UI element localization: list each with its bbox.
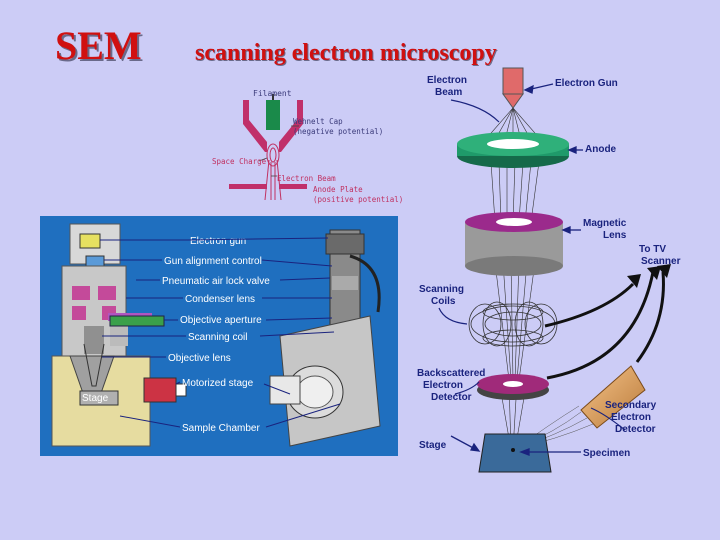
- specimen-label: Specimen: [583, 448, 630, 459]
- photo-label-5: Scanning coil: [188, 332, 247, 343]
- photo-label-6: Objective lens: [168, 353, 231, 364]
- photo-label-7: Motorized stage: [182, 378, 254, 389]
- wehnelt-right: [279, 100, 303, 152]
- to-tv-label-1: To TV: [639, 244, 666, 255]
- photo-label-1: Gun alignment control: [164, 256, 262, 267]
- space-charge-label: Space Charge: [212, 157, 267, 166]
- photo-stage-label: Stage: [82, 393, 109, 404]
- scanning-coils: [468, 301, 558, 347]
- anode-plate-right: [279, 184, 307, 189]
- scanning-coils-label-2: Coils: [431, 296, 456, 307]
- electron-gun-schematic: Filament Wehnelt Cap (negative potential…: [212, 89, 403, 204]
- backscattered-label-1: Backscattered: [417, 368, 485, 379]
- filament-label: Filament: [253, 89, 292, 98]
- electron-beam-label-1: Electron: [427, 75, 467, 86]
- slide-subtitle: scanning electron microscopy: [195, 40, 497, 66]
- photo-label-8: Sample Chamber: [182, 423, 260, 434]
- electron-gun-part: [79, 233, 101, 249]
- sem-column-diagram: Electron Beam Electron Gun Anode Magneti…: [417, 67, 681, 473]
- backscattered-label-2: Electron: [423, 380, 463, 391]
- photo-label-4: Objective aperture: [180, 315, 262, 326]
- wehnelt-left: [243, 100, 267, 152]
- secondary-label-2: Electron: [611, 412, 651, 423]
- scanning-coils-label-1: Scanning: [419, 284, 464, 295]
- objective-aperture-part: [109, 315, 165, 327]
- secondary-label-3: Detector: [615, 424, 656, 435]
- anode-plate-left: [229, 184, 267, 189]
- specimen-stage: [478, 433, 552, 473]
- electron-beam-label: Electron Beam: [277, 174, 336, 183]
- anode-label: Anode: [585, 144, 617, 155]
- to-tv-label-2: Scanner: [641, 256, 681, 267]
- filament-shape: [266, 100, 280, 130]
- electron-gun-tip: [502, 93, 524, 109]
- motorized-stage-part: [143, 377, 177, 403]
- magnetic-lens-label-2: Lens: [603, 230, 627, 241]
- anode-label-2: (positive potential): [313, 195, 403, 204]
- to-tv-arrows: [544, 271, 665, 380]
- backscattered-label-3: Detector: [431, 392, 472, 403]
- photo-label-0: Electron gun: [190, 236, 246, 247]
- wehnelt-label-2: (negative potential): [293, 127, 383, 136]
- electron-gun-body: [502, 67, 524, 95]
- secondary-label-1: Secondary: [605, 400, 657, 411]
- electron-gun-label: Electron Gun: [555, 78, 618, 89]
- sem-photo-panel: Electron gun Gun alignment control Pneum…: [40, 216, 398, 456]
- anode-label-1: Anode Plate: [313, 185, 363, 194]
- slide-title: SEM: [55, 23, 142, 68]
- secondary-detector: [580, 365, 646, 429]
- wehnelt-label-1: Wehnelt Cap: [293, 117, 343, 126]
- stage-part: [79, 390, 119, 406]
- photo-label-2: Pneumatic air lock valve: [162, 276, 270, 287]
- specimen-point: [511, 448, 515, 452]
- photo-label-3: Condenser lens: [185, 294, 255, 305]
- electron-beam-label-2: Beam: [435, 87, 462, 98]
- magnetic-lens-label-1: Magnetic: [583, 218, 627, 229]
- stage-label: Stage: [419, 440, 447, 451]
